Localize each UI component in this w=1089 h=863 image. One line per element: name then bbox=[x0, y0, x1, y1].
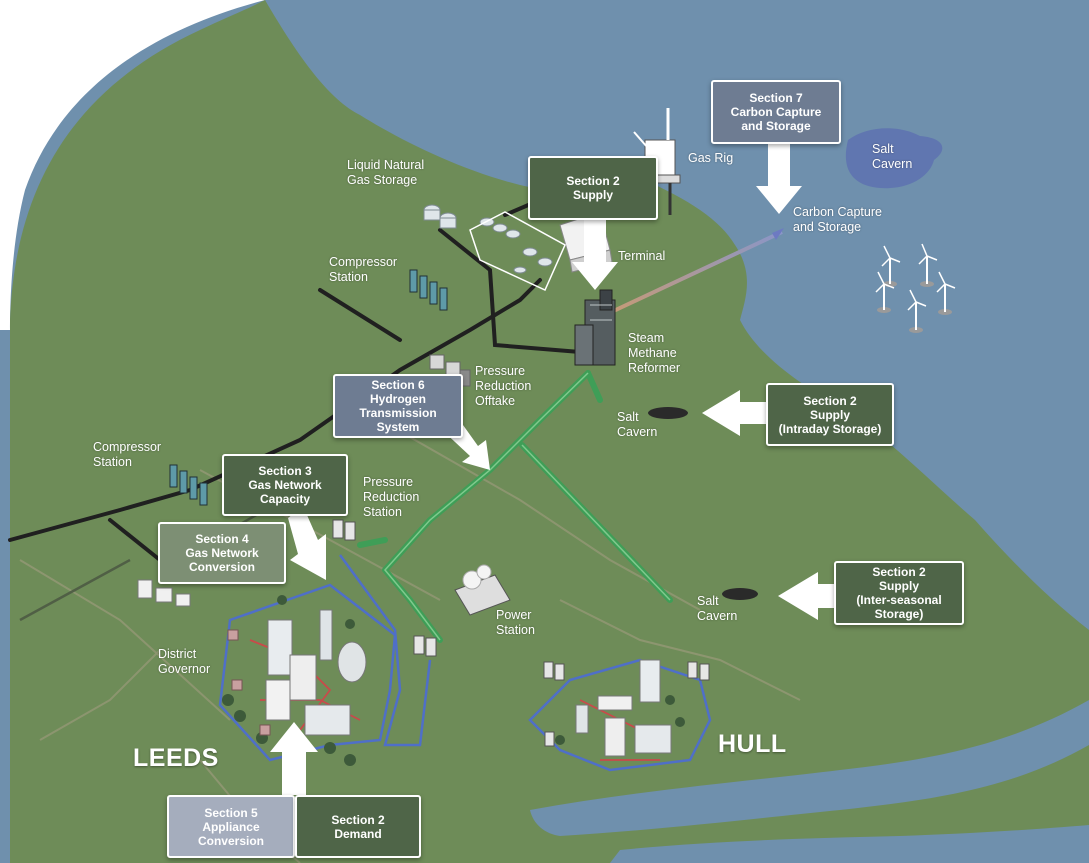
pressure-station-icon bbox=[332, 519, 437, 657]
ccs-pipe bbox=[604, 230, 783, 317]
white-corner bbox=[0, 0, 265, 330]
label-gas-rig: Gas Rig bbox=[688, 151, 734, 165]
leeds-network-ring-outer bbox=[338, 554, 432, 747]
compressor-top-icon bbox=[409, 269, 448, 311]
leeds-city-icon bbox=[222, 595, 367, 766]
hull-network-ring bbox=[528, 658, 712, 772]
hull-city-icon bbox=[543, 659, 710, 757]
estuary bbox=[530, 700, 1089, 836]
district-governor-icon bbox=[137, 579, 191, 607]
lng-storage-icon bbox=[423, 204, 566, 291]
compressor-left-icon bbox=[169, 464, 208, 506]
arrow-s7-down bbox=[756, 143, 802, 214]
wind-farm bbox=[875, 243, 956, 333]
estuary-channel bbox=[610, 825, 1089, 863]
ccs-arrow-tip bbox=[772, 228, 784, 240]
hydrogen-pipelines-highlight bbox=[384, 372, 671, 641]
arrow-s3-diagonal bbox=[288, 506, 326, 580]
arrow-interseasonal-left bbox=[778, 572, 835, 620]
label-terminal: Terminal bbox=[618, 249, 666, 263]
leeds-network-ring bbox=[218, 583, 397, 762]
smr-plant-icon bbox=[574, 289, 616, 366]
pressure-offtake-icon bbox=[429, 354, 471, 387]
salt-cavern-icons bbox=[648, 407, 758, 600]
arrow-intraday-left bbox=[702, 390, 768, 436]
arrow-s2-supply-down bbox=[572, 219, 618, 290]
power-station-icon bbox=[454, 564, 511, 616]
salt-cavern-sea-area bbox=[845, 128, 943, 189]
arrow-s5-up bbox=[270, 722, 318, 795]
city-hull: HULL bbox=[718, 730, 787, 758]
city-leeds: LEEDS bbox=[133, 744, 219, 772]
